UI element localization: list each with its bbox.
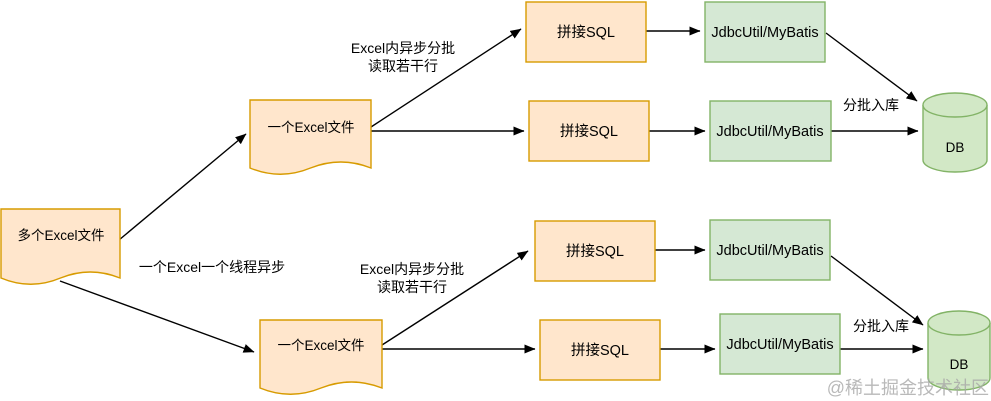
process-box: [719, 313, 841, 375]
node-label: JdbcUtil/MyBatis: [716, 243, 823, 259]
edge-label-async-batch-read-top-line1: Excel内异步分批: [351, 40, 455, 56]
node-single-excel-file-bottom: 一个Excel文件: [259, 319, 383, 395]
node-label: DB: [950, 357, 969, 372]
node-label: 多个Excel文件: [17, 227, 104, 243]
node-jdbc-mybatis-top-outer: JdbcUtil/MyBatis: [704, 1, 826, 63]
node-jdbc-mybatis-top-inner: JdbcUtil/MyBatis: [709, 100, 832, 162]
node-single-excel-file-top: 一个Excel文件: [249, 99, 372, 175]
node-db-top: DB: [922, 92, 988, 173]
database-cylinder-top-icon: [922, 92, 988, 118]
edge-label-batch-insert-top: 分批入库: [843, 97, 899, 113]
arrow-multi-to-excel-top: [118, 133, 247, 241]
node-label: JdbcUtil/MyBatis: [716, 124, 823, 140]
process-box: [709, 219, 831, 281]
node-label: 拼接SQL: [566, 243, 624, 260]
arrow-jdbc-outer-to-db-top: [825, 32, 918, 102]
database-cylinder-icon: [927, 323, 991, 391]
document-icon: [249, 99, 372, 175]
document-icon: [0, 208, 121, 285]
node-multi-excel-file: 多个Excel文件: [0, 208, 121, 285]
edge-label-async-batch-read-top-line2: 读取若干行: [368, 58, 438, 74]
node-jdbc-mybatis-bottom-inner: JdbcUtil/MyBatis: [719, 313, 841, 375]
node-jdbc-mybatis-bottom-outer: JdbcUtil/MyBatis: [709, 219, 831, 281]
node-label: 一个Excel文件: [277, 338, 364, 353]
process-box: [528, 100, 650, 162]
node-label: 拼接SQL: [571, 342, 629, 359]
node-label: JdbcUtil/MyBatis: [711, 25, 818, 41]
edge-label-async-batch-read-bottom-line1: Excel内异步分批: [360, 261, 464, 277]
document-icon: [259, 319, 383, 395]
process-box: [704, 1, 826, 63]
arrow-excel-bottom-to-sql-outer: [381, 250, 529, 346]
node-label: JdbcUtil/MyBatis: [726, 337, 833, 353]
edge-label-batch-insert-bottom: 分批入库: [853, 318, 909, 334]
edges: [59, 26, 924, 354]
node-label: 拼接SQL: [557, 24, 615, 41]
node-label: DB: [946, 140, 965, 155]
edge-label-one-excel-one-thread: 一个Excel一个线程异步: [139, 259, 285, 275]
process-box: [539, 319, 661, 381]
arrow-jdbc-outer-to-db-bottom: [830, 255, 924, 326]
node-concat-sql-top-outer: 拼接SQL: [525, 1, 647, 63]
database-cylinder-icon: [922, 105, 988, 173]
node-concat-sql-bottom-inner: 拼接SQL: [539, 319, 661, 381]
node-label: 一个Excel文件: [267, 120, 354, 135]
process-box: [534, 220, 656, 282]
node-concat-sql-bottom-outer: 拼接SQL: [534, 220, 656, 282]
watermark: @稀土掘金技术社区: [827, 378, 989, 398]
arrow-multi-to-excel-bottom: [59, 280, 255, 353]
node-concat-sql-top-inner: 拼接SQL: [528, 100, 650, 162]
database-cylinder-top-icon: [927, 310, 991, 336]
node-db-bottom: DB: [927, 310, 991, 391]
edge-label-async-batch-read-bottom-line2: 读取若干行: [377, 279, 447, 295]
process-box: [525, 1, 647, 63]
node-label: 拼接SQL: [560, 123, 618, 140]
arrow-excel-top-to-sql-outer: [370, 28, 522, 128]
process-box: [709, 100, 832, 162]
